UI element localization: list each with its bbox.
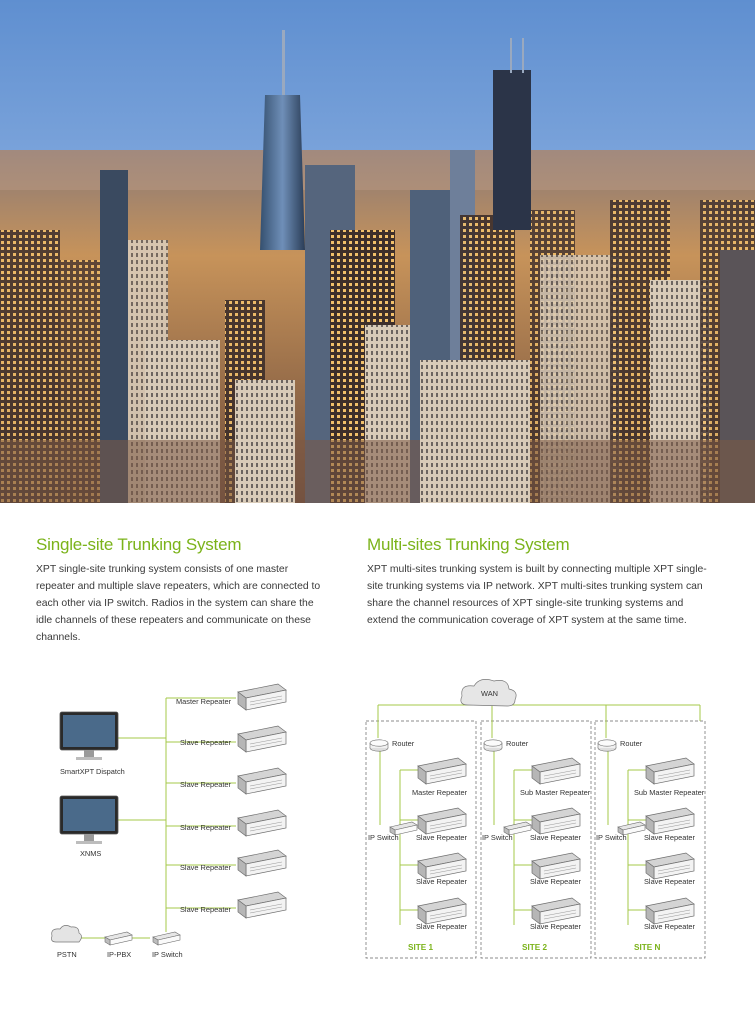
- ip-pbx-label: IP-PBX: [107, 950, 131, 959]
- repeater-label: Slave Repeater: [416, 877, 467, 886]
- master-repeater: [237, 683, 287, 711]
- multi-site-diagram: [365, 704, 706, 959]
- router-icon: [597, 739, 617, 752]
- repeater-label: Slave Repeater: [530, 877, 581, 886]
- slave-repeater: [237, 725, 287, 753]
- repeater-label: Sub Master Repeater: [520, 788, 591, 797]
- wan-label: WAN: [481, 689, 498, 698]
- city-skyline-photo: [0, 0, 755, 503]
- single-site-heading: Single-site Trunking System: [36, 535, 242, 554]
- single-site-diagram: [75, 697, 236, 939]
- router-label: Router: [392, 739, 415, 748]
- site-label: SITE 2: [522, 943, 547, 952]
- ip-switch-label: IP Switch: [152, 950, 183, 959]
- site-2-box: [480, 720, 592, 959]
- xnms-label: XNMS: [80, 849, 101, 858]
- repeater-label: Slave Repeater: [530, 922, 581, 931]
- repeater-icon: [531, 807, 581, 835]
- repeater-label: Slave Repeater: [180, 780, 231, 789]
- ip-switch-label: IP Switch: [596, 833, 627, 842]
- repeater-label: Sub Master Repeater: [634, 788, 705, 797]
- router-icon: [369, 739, 389, 752]
- repeater-icon: [531, 897, 581, 925]
- smartxpt-dispatch-monitor-icon: [59, 711, 119, 761]
- repeater-label: Master Repeater: [176, 697, 232, 706]
- repeater-label: Slave Repeater: [644, 877, 695, 886]
- repeater-label: Slave Repeater: [530, 833, 581, 842]
- router-icon: [483, 739, 503, 752]
- repeater-icon: [531, 757, 581, 785]
- repeater-label: Slave Repeater: [180, 823, 231, 832]
- repeater-label: Slave Repeater: [180, 905, 231, 914]
- repeater-icon: [417, 807, 467, 835]
- repeater-icon: [417, 852, 467, 880]
- repeater-label: Slave Repeater: [416, 922, 467, 931]
- repeater-icon: [645, 757, 695, 785]
- repeater-label: Slave Repeater: [644, 833, 695, 842]
- slave-repeater: [237, 767, 287, 795]
- repeater-icon: [645, 807, 695, 835]
- dispatch-label: SmartXPT Dispatch: [60, 767, 125, 776]
- repeater-label: Master Repeater: [412, 788, 468, 797]
- multi-site-description: XPT multi-sites trunking system is built…: [367, 564, 707, 626]
- single-site-description: XPT single-site trunking system consists…: [36, 564, 321, 643]
- slave-repeater: [237, 809, 287, 837]
- router-label: Router: [506, 739, 529, 748]
- pstn-label: PSTN: [57, 950, 77, 959]
- ip-pbx-icon: [104, 931, 133, 946]
- xnms-monitor-icon: [59, 795, 119, 845]
- repeater-icon: [417, 897, 467, 925]
- wan-cloud-icon: [460, 679, 517, 707]
- site-label: SITE N: [634, 943, 660, 952]
- repeater-icon: [645, 852, 695, 880]
- site-label: SITE 1: [408, 943, 433, 952]
- multi-site-heading: Multi-sites Trunking System: [367, 535, 570, 554]
- repeater-icon: [645, 897, 695, 925]
- repeater-icon: [417, 757, 467, 785]
- ip-switch-label: IP Switch: [368, 833, 399, 842]
- site-n-box: [594, 720, 706, 959]
- trunking-diagrams: Master Repeater Slave Repeater Slave Rep…: [51, 679, 706, 959]
- repeater-label: Slave Repeater: [416, 833, 467, 842]
- repeater-icon: [531, 852, 581, 880]
- ip-switch-icon: [152, 931, 181, 946]
- slave-repeater: [237, 849, 287, 877]
- repeater-label: Slave Repeater: [180, 863, 231, 872]
- router-label: Router: [620, 739, 643, 748]
- pstn-cloud-icon: [51, 925, 82, 943]
- repeater-label: Slave Repeater: [180, 738, 231, 747]
- repeater-label: Slave Repeater: [644, 922, 695, 931]
- ip-switch-label: IP Switch: [482, 833, 513, 842]
- site-1-box: [365, 720, 477, 959]
- slave-repeater: [237, 891, 287, 919]
